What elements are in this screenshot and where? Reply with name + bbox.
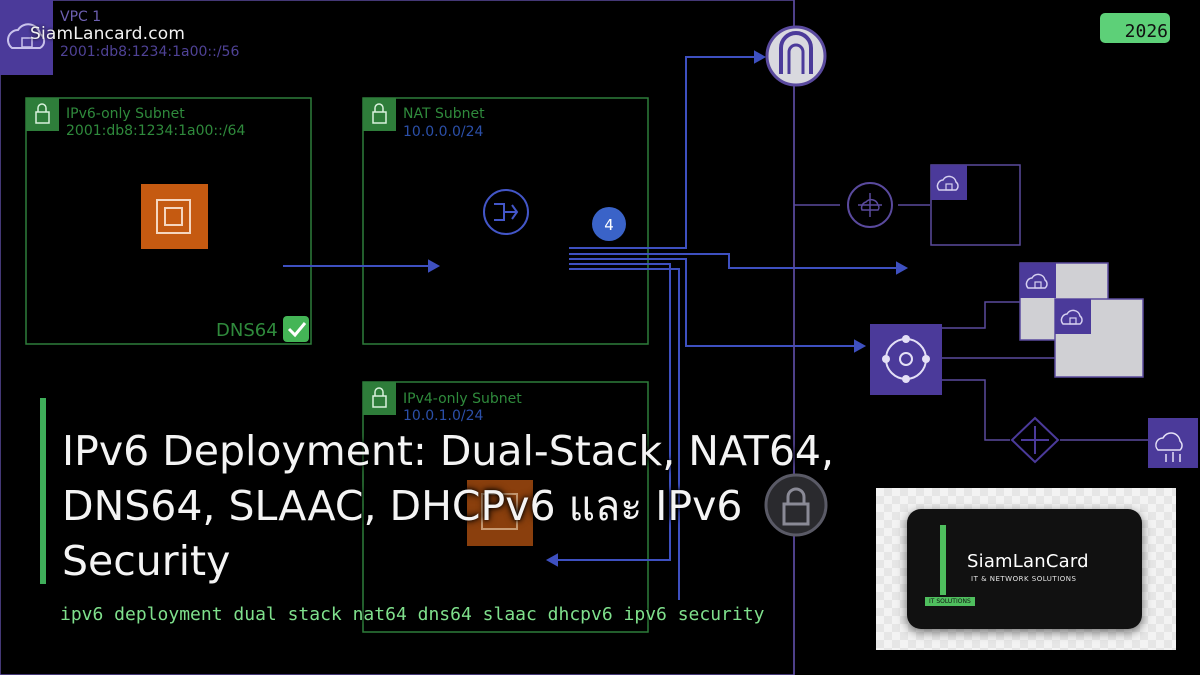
logo-card: IT SOLUTIONS SiamLanCard IT & NETWORK SO…	[907, 509, 1142, 629]
step-number: 4	[604, 216, 614, 234]
lock-icon	[764, 473, 828, 537]
nat-subnet-cidr: 10.0.0.0/24	[403, 124, 484, 140]
vpc-peer-box	[930, 164, 1021, 246]
year-badge: 2026	[1100, 13, 1170, 43]
keyword-line: ipv6 deployment dual stack nat64 dns64 s…	[60, 604, 765, 625]
logo-accent-bar	[940, 525, 946, 595]
logo-name: SiamLanCard	[967, 551, 1089, 572]
vpc-name: VPC 1	[60, 9, 101, 25]
vpc-cidr: 2001:db8:1234:1a00::/56	[60, 44, 239, 60]
ipv4-subnet-cidr: 10.0.1.0/24	[403, 408, 484, 424]
ipv6-subnet-cidr: 2001:db8:1234:1a00::/64	[66, 123, 245, 139]
logo-panel: IT SOLUTIONS SiamLanCard IT & NETWORK SO…	[876, 488, 1176, 650]
nat-subnet	[362, 97, 649, 345]
step-badge: 4	[592, 207, 626, 241]
lock-icon	[363, 98, 396, 131]
cloud-lock-icon	[1055, 299, 1091, 334]
lock-icon	[363, 382, 396, 415]
ec2-instance-icon	[467, 480, 533, 546]
cloud-lock-icon	[1020, 263, 1056, 298]
dns64-label: DNS64	[216, 320, 278, 341]
cloud-lock-icon	[931, 165, 967, 200]
transit-gateway-icon	[870, 324, 942, 395]
traffic-lines	[283, 50, 909, 600]
nat-subnet-name: NAT Subnet	[403, 106, 485, 122]
page-title: IPv6 Deployment: Dual-Stack, NAT64, DNS6…	[62, 427, 835, 585]
cloud-vpc-icon	[0, 0, 53, 75]
ec2-instance-icon	[141, 184, 208, 249]
hub-icon	[1010, 416, 1060, 464]
lock-icon	[26, 98, 59, 131]
ipv4-only-subnet	[362, 381, 649, 633]
logo-tag: IT SOLUTIONS	[925, 597, 975, 606]
site-watermark: SiamLancard.com	[30, 24, 186, 44]
ipv6-subnet-name: IPv6-only Subnet	[66, 106, 185, 122]
cloud-vpc-icon	[1148, 418, 1198, 468]
logo-subtitle: IT & NETWORK SOLUTIONS	[971, 575, 1077, 583]
internet-gateway-icon	[765, 25, 827, 87]
backbone-lines	[793, 0, 1148, 675]
nat-gateway-icon	[483, 189, 529, 235]
ipv6-only-subnet	[25, 97, 312, 345]
ipv4-subnet-name: IPv4-only Subnet	[403, 391, 522, 407]
check-icon	[283, 316, 309, 342]
endpoint-icon	[847, 182, 893, 228]
title-accent-bar	[40, 398, 46, 584]
